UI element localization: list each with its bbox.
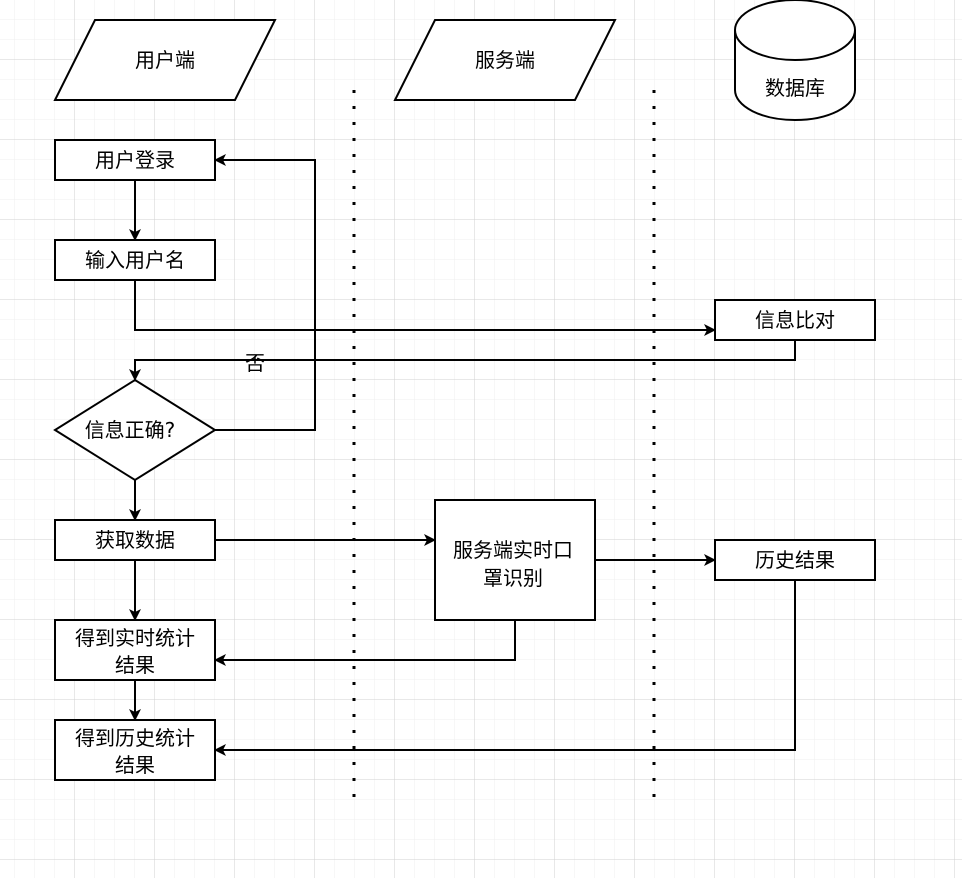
lane-header-server-label: 服务端 bbox=[475, 48, 535, 72]
edge-history-to-historystats bbox=[214, 580, 796, 756]
node-login[interactable]: 用户登录 bbox=[54, 139, 216, 181]
node-info-correct-decision[interactable]: 信息正确? bbox=[53, 378, 217, 482]
edge-label-no: 否 bbox=[245, 351, 265, 375]
node-history-result[interactable]: 历史结果 bbox=[714, 539, 876, 581]
node-history-stats[interactable]: 得到历史统计 结果 bbox=[54, 719, 216, 781]
edge-decision-no-to-login bbox=[214, 154, 316, 431]
lane-header-client[interactable]: 用户端 bbox=[53, 19, 277, 101]
node-history-stats-label-line1: 得到历史统计 bbox=[75, 726, 195, 750]
node-server-recognition-label-line1: 服务端实时口 bbox=[453, 538, 573, 562]
node-realtime-stats-label-line1: 得到实时统计 bbox=[75, 626, 195, 650]
lane-header-client-label: 用户端 bbox=[135, 48, 195, 72]
node-realtime-stats[interactable]: 得到实时统计 结果 bbox=[54, 619, 216, 681]
node-realtime-stats-label-line2: 结果 bbox=[115, 653, 155, 677]
node-info-correct-label: 信息正确? bbox=[85, 418, 176, 442]
lane-header-server[interactable]: 服务端 bbox=[393, 19, 617, 101]
node-get-data[interactable]: 获取数据 bbox=[54, 519, 216, 561]
node-history-stats-label-line2: 结果 bbox=[115, 753, 155, 777]
edge-compare-to-decision bbox=[129, 340, 796, 381]
lane-header-database[interactable]: 数据库 bbox=[734, 0, 856, 121]
node-server-recognition[interactable]: 服务端实时口 罩识别 bbox=[434, 499, 596, 621]
node-get-data-label: 获取数据 bbox=[95, 528, 175, 552]
lane-header-database-label: 数据库 bbox=[765, 76, 825, 100]
edge-server-to-realtime bbox=[214, 620, 516, 666]
node-info-compare[interactable]: 信息比对 bbox=[714, 299, 876, 341]
node-input-username-label: 输入用户名 bbox=[85, 248, 185, 272]
node-info-compare-label: 信息比对 bbox=[755, 308, 835, 332]
node-server-recognition-label-line2: 罩识别 bbox=[483, 566, 543, 590]
node-login-label: 用户登录 bbox=[95, 148, 175, 172]
node-input-username[interactable]: 输入用户名 bbox=[54, 239, 216, 281]
edge-input-to-compare bbox=[134, 280, 716, 336]
node-history-result-label: 历史结果 bbox=[755, 548, 835, 572]
